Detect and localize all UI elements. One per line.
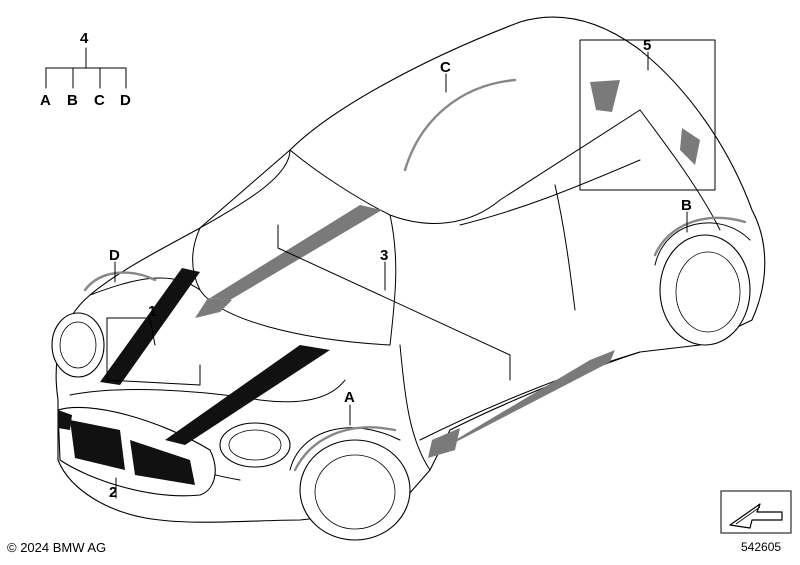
- callout-ref-d: D: [109, 247, 120, 264]
- rear-wheel: [654, 222, 751, 346]
- callout-ref-b: B: [681, 197, 692, 214]
- callout-3: 3: [380, 247, 388, 264]
- callout-tree-d: D: [120, 92, 131, 109]
- headlight-right: [219, 422, 291, 468]
- callout-1: 1: [148, 303, 156, 320]
- leader-lines: [106, 39, 716, 499]
- side-window: [459, 159, 641, 226]
- rear-pillar: [639, 109, 721, 231]
- leader-1: [106, 317, 201, 386]
- document-number: 542605: [741, 540, 782, 554]
- bonnet-stripes: [100, 268, 330, 445]
- door-line-front: [399, 344, 431, 471]
- callout-ref-a: A: [344, 389, 355, 406]
- door-line-lower: [419, 351, 641, 441]
- arc-a: [293, 426, 397, 472]
- callout-4: 4: [80, 30, 89, 47]
- legend-tree: 4 A B C D: [40, 30, 131, 109]
- callout-tree-b: B: [67, 92, 78, 109]
- windshield-top: [199, 149, 291, 229]
- leader-5-box: [579, 39, 716, 191]
- side-sill-stripe: [428, 350, 615, 458]
- callout-ref-c: C: [440, 59, 451, 76]
- callout-5: 5: [643, 37, 651, 54]
- arc-c: [403, 78, 517, 172]
- direction-arrow-icon: [720, 490, 792, 534]
- front-grille: [57, 406, 216, 497]
- reference-arcs: [83, 78, 747, 472]
- callout-tree-a: A: [40, 92, 51, 109]
- callout-tree-c: C: [94, 92, 105, 109]
- arc-d: [83, 271, 157, 292]
- leader-3: [277, 224, 511, 381]
- headlight-left: [51, 312, 105, 378]
- roof-stripe: [195, 205, 382, 318]
- copyright-notice: © 2024 BMW AG: [7, 540, 107, 555]
- callouts: 1 2 3 5 A B C D: [109, 37, 692, 501]
- a-pillar: [389, 214, 397, 346]
- b-pillar: [554, 184, 576, 311]
- rear-window-decals: [590, 80, 700, 165]
- arc-b: [653, 216, 747, 257]
- front-wheel: [289, 427, 411, 541]
- callout-2: 2: [109, 484, 117, 501]
